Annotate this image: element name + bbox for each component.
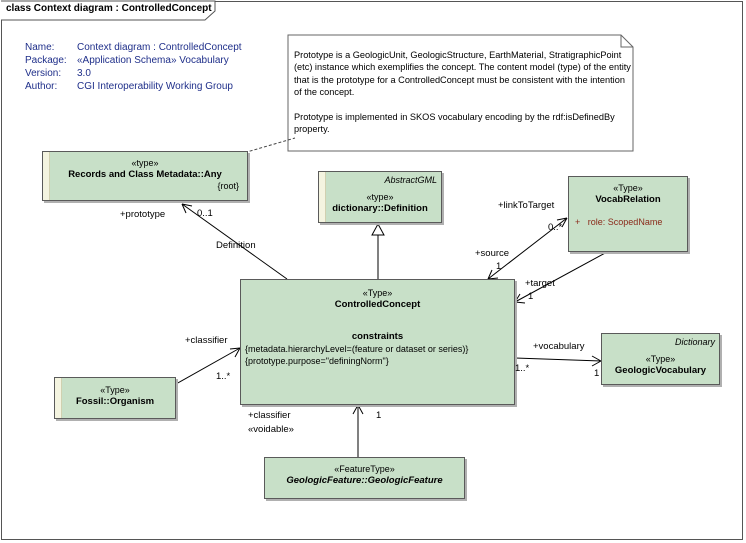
assoc-definition-line [181, 203, 288, 280]
constraints-heading: constraints [351, 331, 404, 342]
class-stereotype: «type» [366, 192, 394, 202]
assoc-link-arrow [556, 217, 568, 228]
assoc-definition-arrow [181, 203, 193, 214]
metadata-block: Name: Context diagram : ControlledConcept… [25, 41, 242, 93]
class-bar [55, 378, 62, 418]
meta-key: Version: [25, 68, 62, 79]
class-package: Dictionary [674, 337, 715, 347]
assoc-fossil-arrow [229, 347, 241, 358]
meta-key: Author: [25, 81, 58, 92]
class-bar [319, 172, 326, 222]
class-definition[interactable]: AbstractGML «type» dictionary::Definitio… [318, 171, 442, 223]
label-link-multiplicity: 0..* [548, 222, 563, 233]
assoc-target-arrow [514, 293, 526, 304]
class-name: dictionary::Definition [332, 203, 428, 214]
constraint-1: {metadata.hierarchyLevel=(feature or dat… [245, 344, 469, 354]
meta-package-row: Package: «Application Schema» Vocabulary [25, 54, 242, 67]
class-name: Records and Class Metadata::Any [68, 169, 222, 180]
meta-value: «Application Schema» Vocabulary [77, 55, 229, 66]
title-tab-outline [1, 0, 216, 21]
label-target-multiplicity: 1 [528, 291, 534, 302]
attribute-visibility: + [575, 217, 581, 227]
class-stereotype: «Type» [362, 288, 393, 298]
constraint-2: {prototype.purpose="definingNorm"} [245, 356, 389, 366]
class-stereotype: «FeatureType» [334, 464, 395, 474]
class-stereotype: «Type» [613, 183, 643, 193]
class-name: GeologicVocabulary [614, 365, 707, 376]
label-feature-multiplicity: 1 [376, 410, 382, 421]
meta-name-row: Name: Context diagram : ControlledConcept [25, 41, 242, 54]
label-target: +target [525, 278, 555, 289]
label-vocabulary-multiplicity-cc: 1..* [515, 363, 530, 374]
assoc-source-arrow [487, 269, 499, 280]
generalization-triangle [371, 222, 385, 236]
assoc-fossil-line [175, 347, 241, 385]
class-vocab-relation[interactable]: «Type» VocabRelation + role: ScopedName [568, 176, 688, 252]
note-paragraph-1: Prototype is a GeologicUnit, GeologicStr… [294, 50, 631, 97]
meta-value: Context diagram : ControlledConcept [77, 42, 242, 53]
meta-value: CGI Interoperability Working Group [77, 81, 233, 92]
label-link-to-target: +linkToTarget [498, 200, 555, 211]
assoc-feature-arrow [352, 404, 364, 415]
note-text: Prototype is a GeologicUnit, GeologicStr… [294, 49, 634, 149]
class-controlled-concept[interactable]: «Type» ControlledConcept constraints {me… [240, 279, 515, 405]
label-vocabulary-multiplicity-gv: 1 [594, 368, 600, 379]
assoc-vocabulary-line [514, 357, 602, 362]
meta-value: 3.0 [77, 68, 91, 79]
class-geologic-vocabulary[interactable]: Dictionary «Type» GeologicVocabulary [601, 333, 720, 385]
assoc-target-line [514, 251, 608, 303]
label-classifier-fossil: +classifier [185, 335, 228, 346]
note-fold [620, 35, 633, 48]
diagram-title: class Context diagram : ControlledConcep… [6, 3, 212, 14]
class-package: AbstractGML [384, 175, 437, 185]
meta-key: Package: [25, 55, 67, 66]
class-name: ControlledConcept [334, 299, 421, 310]
note-paragraph-2: Prototype is implemented in SKOS vocabul… [294, 112, 615, 135]
meta-key: Name: [25, 42, 55, 53]
class-fossil-organism[interactable]: «Type» Fossil::Organism [54, 377, 176, 419]
class-attribute: + role: ScopedName [575, 217, 662, 227]
label-voidable: «voidable» [248, 424, 294, 435]
label-classifier-feature: +classifier [248, 410, 291, 421]
class-name: VocabRelation [595, 194, 661, 205]
assoc-vocabulary-arrow [591, 355, 602, 367]
assoc-source-line [487, 217, 568, 280]
class-name: Fossil::Organism [75, 396, 155, 407]
meta-author-row: Author: CGI Interoperability Working Grou… [25, 80, 242, 93]
note-box [287, 34, 634, 152]
label-source-multiplicity: 1 [496, 261, 502, 272]
label-fossil-multiplicity: 1..* [216, 371, 231, 382]
class-stereotype: «Type» [645, 354, 676, 364]
label-prototype-multiplicity: 0..1 [197, 208, 213, 219]
label-source: +source [475, 248, 510, 259]
label-definition: Definition [216, 240, 256, 251]
class-records-any[interactable]: «type» Records and Class Metadata::Any {… [42, 151, 248, 201]
attribute-role: role: ScopedName [587, 217, 663, 227]
class-tag: {root} [217, 181, 239, 191]
meta-version-row: Version: 3.0 [25, 67, 242, 80]
class-name: GeologicFeature::GeologicFeature [286, 475, 443, 486]
label-vocabulary: +vocabulary [533, 341, 585, 352]
class-stereotype: «Type» [100, 385, 130, 395]
class-geologic-feature[interactable]: «FeatureType» GeologicFeature::GeologicF… [264, 457, 465, 499]
class-bar [43, 152, 50, 200]
label-prototype: +prototype [120, 209, 166, 220]
class-stereotype: «type» [131, 158, 159, 168]
note-connector [239, 137, 296, 155]
